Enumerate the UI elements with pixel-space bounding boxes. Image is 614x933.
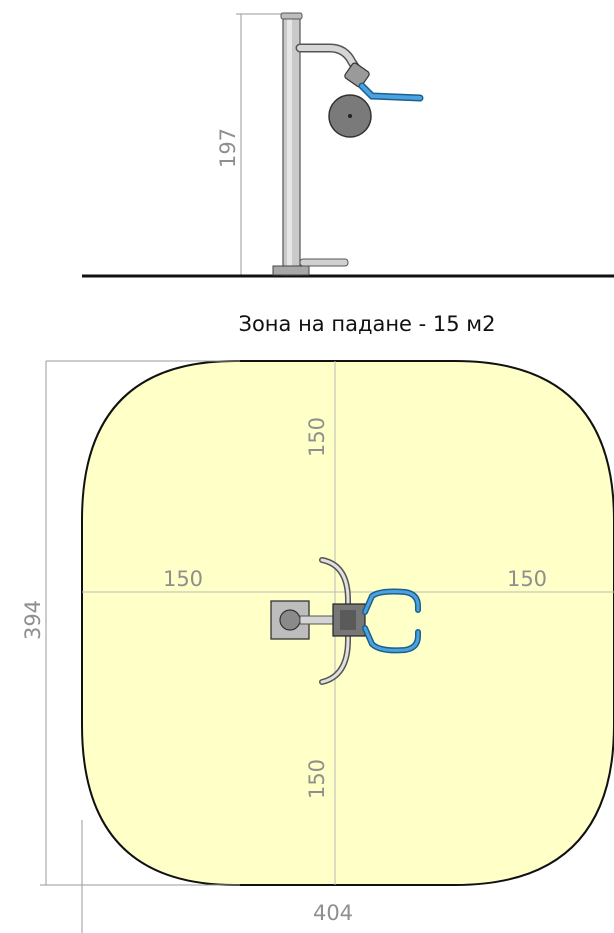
- side-view: 197: [82, 12, 614, 278]
- footrest-side: [299, 258, 349, 267]
- overall-width-label: 404: [313, 901, 353, 925]
- weight-disc: [328, 94, 372, 138]
- handle-bar-side: [358, 82, 424, 102]
- right-clearance-label: 150: [507, 567, 547, 591]
- machine-plan: [270, 557, 421, 685]
- machine-post: [272, 12, 310, 276]
- side-height-label: 197: [216, 128, 240, 168]
- fall-zone-title: Зона на падане - 15 м2: [238, 312, 495, 336]
- left-clearance-label: 150: [163, 567, 203, 591]
- top-clearance-label: 150: [305, 417, 329, 457]
- overall-height-label: 394: [21, 600, 45, 640]
- machine-upper-arm: [295, 43, 370, 88]
- plan-view: 150 150 150 150 394 404: [21, 360, 614, 933]
- bottom-clearance-label: 150: [305, 759, 329, 799]
